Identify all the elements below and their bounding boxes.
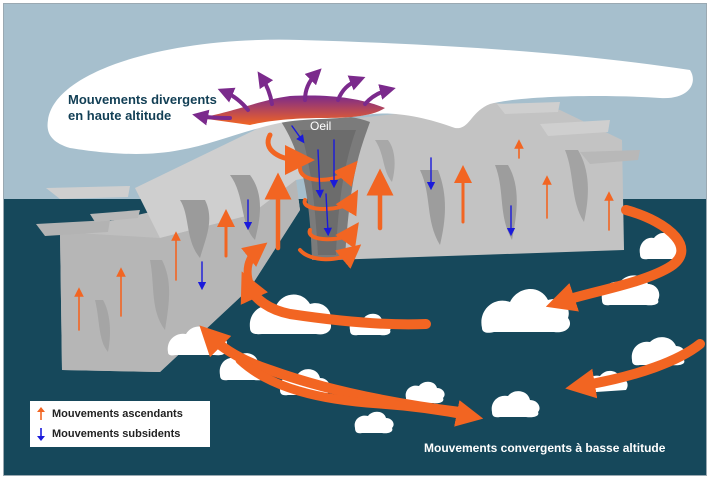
eye-spiral-arrows <box>265 132 362 269</box>
legend-label-ascending: Mouvements ascendants <box>52 408 183 420</box>
frame <box>3 3 707 476</box>
legend-label-subsiding: Mouvements subsidents <box>52 428 181 440</box>
blue-down-arrow-icon <box>37 428 45 441</box>
legend-item-ascending: Mouvements ascendants <box>36 406 183 422</box>
legend: Mouvements ascendants Mouvements subside… <box>30 401 210 447</box>
left-cloud-wall <box>60 108 335 372</box>
right-cloud-wall <box>320 103 624 260</box>
lower-convergence-label: Mouvements convergents à basse altitude <box>424 441 666 455</box>
ascending-arrows <box>74 139 614 331</box>
upper-divergence-label: Mouvements divergents en haute altitude <box>68 92 217 124</box>
eye-label: Oeil <box>310 119 332 133</box>
legend-item-subsiding: Mouvements subsidents <box>36 426 180 442</box>
subsiding-arrows <box>197 125 516 291</box>
side-anvils <box>36 102 640 236</box>
upper-divergence-label-line2: en haute altitude <box>68 108 172 123</box>
convergence-arrows <box>199 205 705 427</box>
orange-up-arrow-icon <box>37 407 45 420</box>
divergence-plume <box>192 68 396 126</box>
upper-divergence-label-line1: Mouvements divergents <box>68 92 217 107</box>
